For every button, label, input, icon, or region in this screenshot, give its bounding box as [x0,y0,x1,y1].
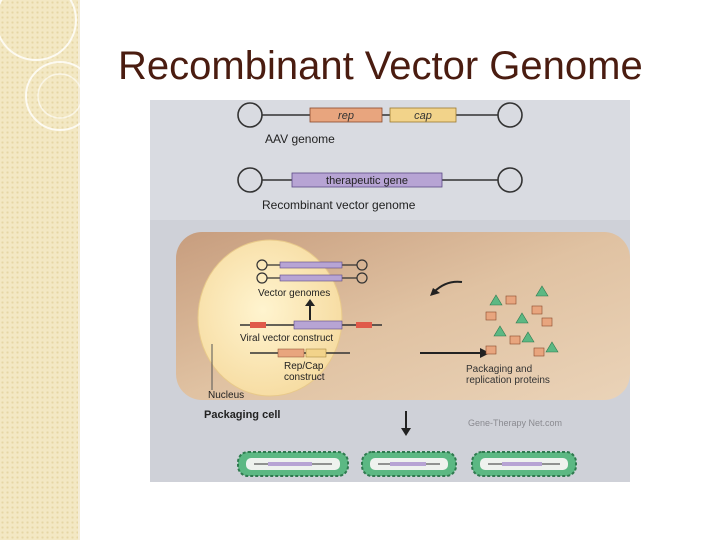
proteins-label-2: replication proteins [466,375,550,386]
curved-arrow [433,280,463,293]
viral-vector-construct: Viral vector construct [240,320,382,344]
rep-cap-construct: Rep/Cap construct [250,348,350,383]
vector-genomes-group: Vector genomes [256,259,368,299]
therapeutic-gene-box [291,172,443,188]
therapeutic-gene-label: therapeutic gene [326,175,408,187]
decorative-rings [0,0,95,131]
vector-particle-3 [471,451,577,477]
slide-title: Recombinant Vector Genome [118,44,643,88]
vector-particle-1 [237,451,349,477]
recombinant-label: Recombinant vector genome [262,198,416,212]
cap-box [389,107,457,123]
nucleus-label: Nucleus [208,390,244,401]
rep-label: rep [338,110,354,122]
vector-genome-figure: rep cap AAV genome therapeutic gene Reco… [150,100,630,482]
recombinant-vector-genome: therapeutic gene Recombinant vector geno… [237,167,523,212]
sidebar-divider [78,0,80,540]
rep-cap-label-2: construct [284,372,325,383]
vector-genomes-label: Vector genomes [258,288,330,299]
proteins-label-1: Packaging and [466,364,532,375]
viral-vector-construct-label: Viral vector construct [240,333,333,344]
packaging-cell-label: Packaging cell [204,409,280,421]
aav-genome: rep cap AAV genome [237,102,523,146]
cap-label: cap [414,110,432,122]
watermark: Gene-Therapy Net.com [468,418,562,428]
protein-cluster [485,285,559,357]
vector-particle-2 [361,451,457,477]
aav-genome-label: AAV genome [265,132,335,146]
rep-box [309,107,383,123]
rep-cap-label-1: Rep/Cap [284,361,324,372]
